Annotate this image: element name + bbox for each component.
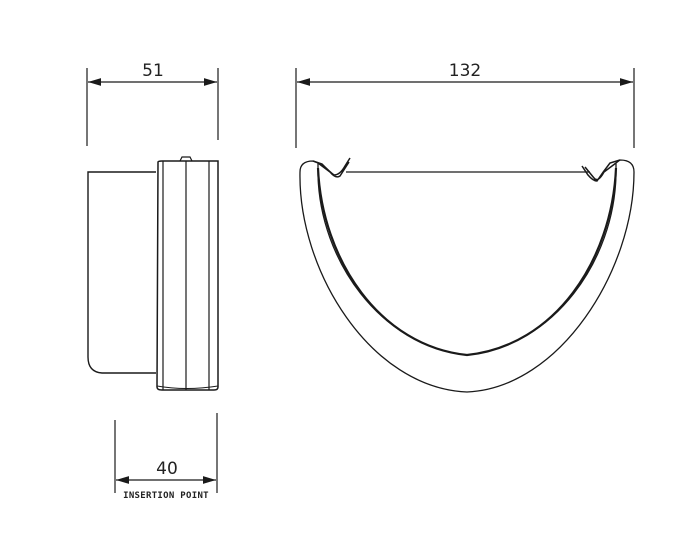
dimension-40: 40 INSERTION POINT (114, 413, 218, 501)
insertion-point-label: INSERTION POINT (123, 491, 209, 501)
dimension-label-132: 132 (449, 61, 481, 81)
left-clip-hook (312, 157, 351, 178)
front-view (299, 157, 635, 393)
bottom-curve (156, 385, 219, 389)
gutter-inner-profile (316, 167, 618, 357)
side-view (87, 156, 219, 391)
dimension-132: 132 (295, 61, 635, 148)
right-clip-hook (581, 159, 621, 182)
spigot-outline (87, 171, 156, 374)
end-cap-outline (156, 160, 219, 391)
dimension-label-51: 51 (142, 61, 164, 81)
top-nub (179, 156, 193, 162)
dimension-label-40: 40 (156, 459, 178, 479)
dimension-51: 51 (86, 61, 219, 146)
